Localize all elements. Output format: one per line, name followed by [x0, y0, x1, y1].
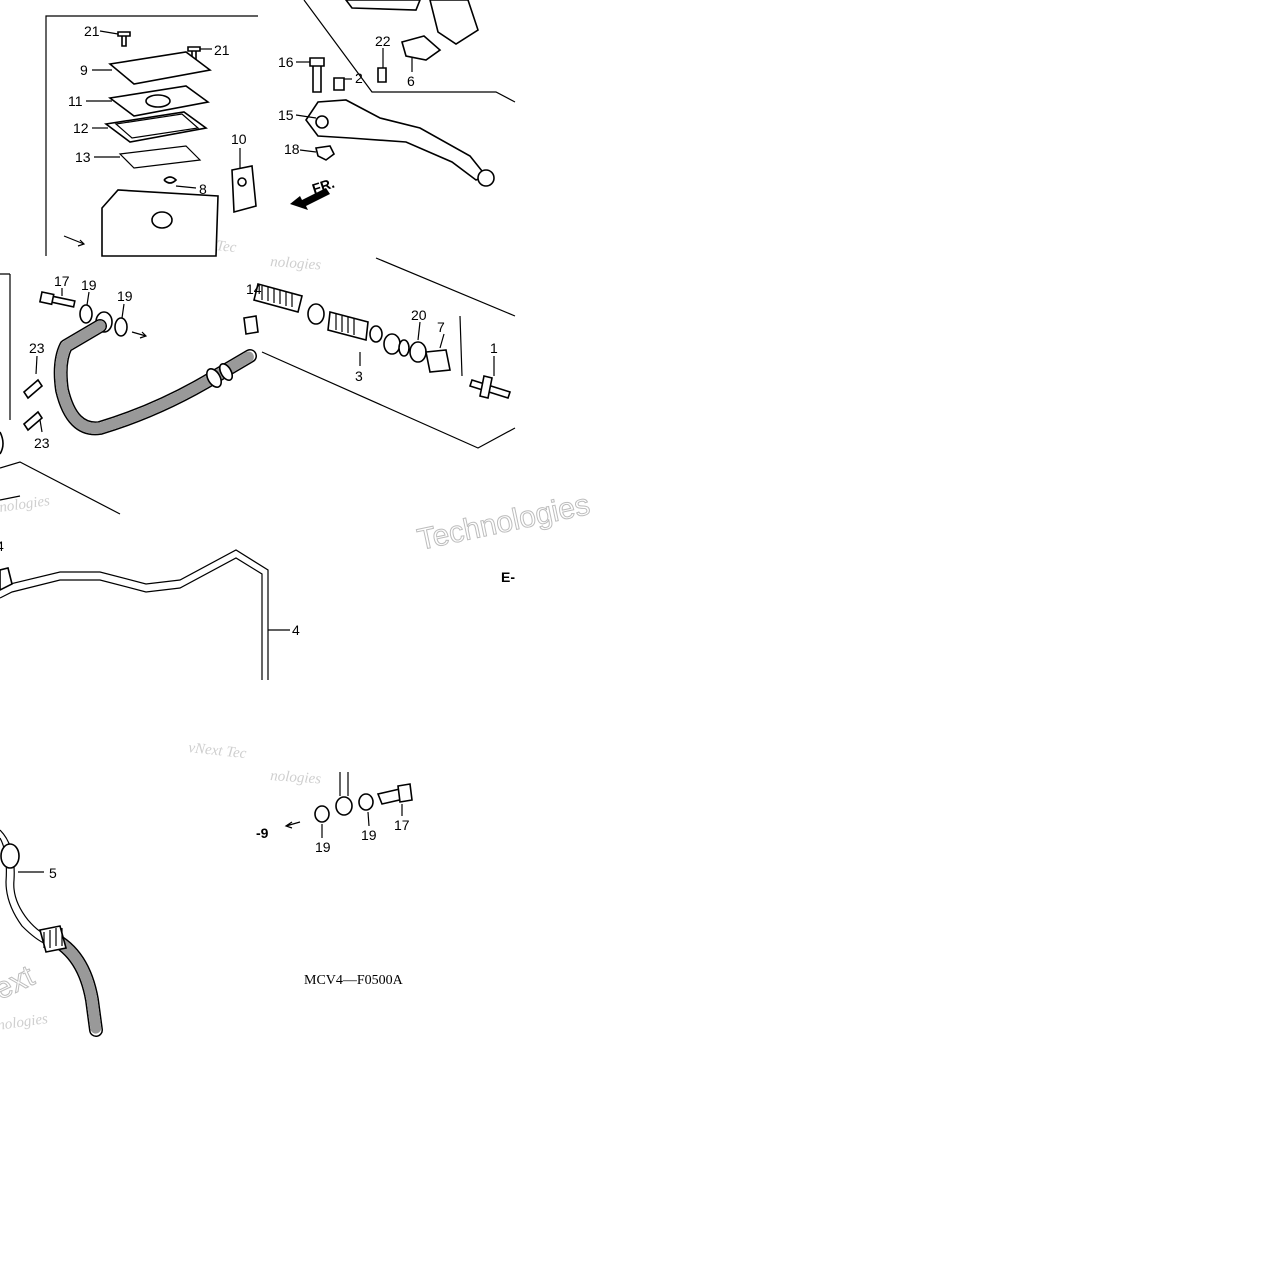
callout-22: 22 — [375, 33, 391, 49]
callout-19: 19 — [117, 288, 133, 304]
callout-11: 11 — [68, 93, 83, 109]
banjo-detail — [284, 772, 413, 838]
piston-kit — [243, 257, 516, 449]
callout-13: 13 — [75, 149, 91, 165]
callout-18: 18 — [284, 141, 300, 157]
watermark-text: ext — [0, 959, 40, 1006]
callout-16: 16 — [278, 54, 294, 70]
callout-1: 1 — [490, 340, 498, 356]
callout-21: 21 — [214, 42, 230, 58]
watermark-text: vNext Tec — [188, 740, 248, 762]
callout-5: 5 — [49, 865, 57, 881]
callout-12: 12 — [73, 120, 89, 136]
callout-9: 9 — [80, 62, 88, 78]
callout-8: 8 — [199, 181, 207, 197]
callout-4: 4 — [292, 622, 300, 638]
callout-19: 19 — [361, 827, 377, 843]
direction-label: FR. — [310, 175, 336, 197]
callout-4: 4 — [0, 538, 4, 554]
callout-6: 6 — [407, 73, 415, 89]
reference-e: E- — [501, 569, 515, 585]
callout-10: 10 — [231, 131, 247, 147]
reservoir-assembly — [45, 15, 258, 257]
callout-2: 2 — [355, 70, 363, 86]
callout-labels: 21 21 9 11 12 13 10 8 16 22 2 6 15 18 17… — [0, 23, 515, 988]
watermark-text: nologies — [0, 1011, 49, 1034]
callout-23: 23 — [34, 435, 50, 451]
hose-assembly-upper — [0, 273, 257, 515]
watermark-text: nologies — [270, 768, 322, 788]
watermark-text: nologies — [0, 493, 51, 516]
callout-20: 20 — [411, 307, 427, 323]
callout-7: 7 — [437, 319, 445, 335]
callout-15: 15 — [278, 107, 294, 123]
watermark-text: nologies — [270, 254, 322, 274]
callout-14: 14 — [246, 281, 262, 297]
watermark-text: Technologies — [415, 488, 593, 557]
pipe-4 — [0, 549, 290, 680]
callout-19: 19 — [315, 839, 331, 855]
lever-assembly: FR. — [290, 0, 516, 210]
hose-assembly-lower — [0, 829, 103, 1037]
callout-17: 17 — [54, 273, 70, 289]
callout-3: 3 — [355, 368, 363, 384]
diagram-code: MCV4—F0500A — [304, 973, 404, 988]
callout-17: 17 — [394, 817, 410, 833]
reference-9: -9 — [256, 825, 269, 841]
callout-19: 19 — [81, 277, 97, 293]
callout-23: 23 — [29, 340, 45, 356]
callout-21: 21 — [84, 23, 100, 39]
